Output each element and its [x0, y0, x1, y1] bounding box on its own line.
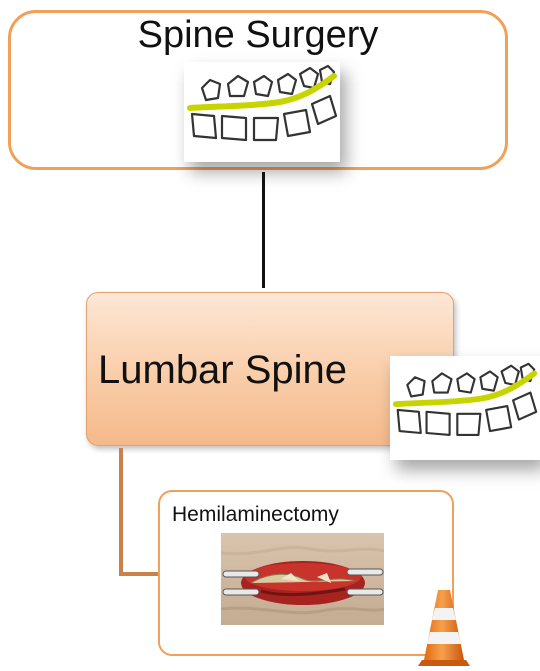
root-node-title: Spine Surgery	[0, 14, 516, 57]
traffic-cone-icon	[416, 586, 472, 666]
connector-line	[262, 172, 265, 288]
spine-illustration-icon	[184, 62, 340, 162]
connector-line	[119, 448, 123, 576]
surgical-procedure-image	[221, 533, 384, 625]
child-node-title: Lumbar Spine	[98, 348, 347, 393]
connector-line	[119, 572, 161, 576]
spine-illustration-icon	[390, 356, 540, 460]
leaf-node-title: Hemilaminectomy	[172, 503, 339, 527]
